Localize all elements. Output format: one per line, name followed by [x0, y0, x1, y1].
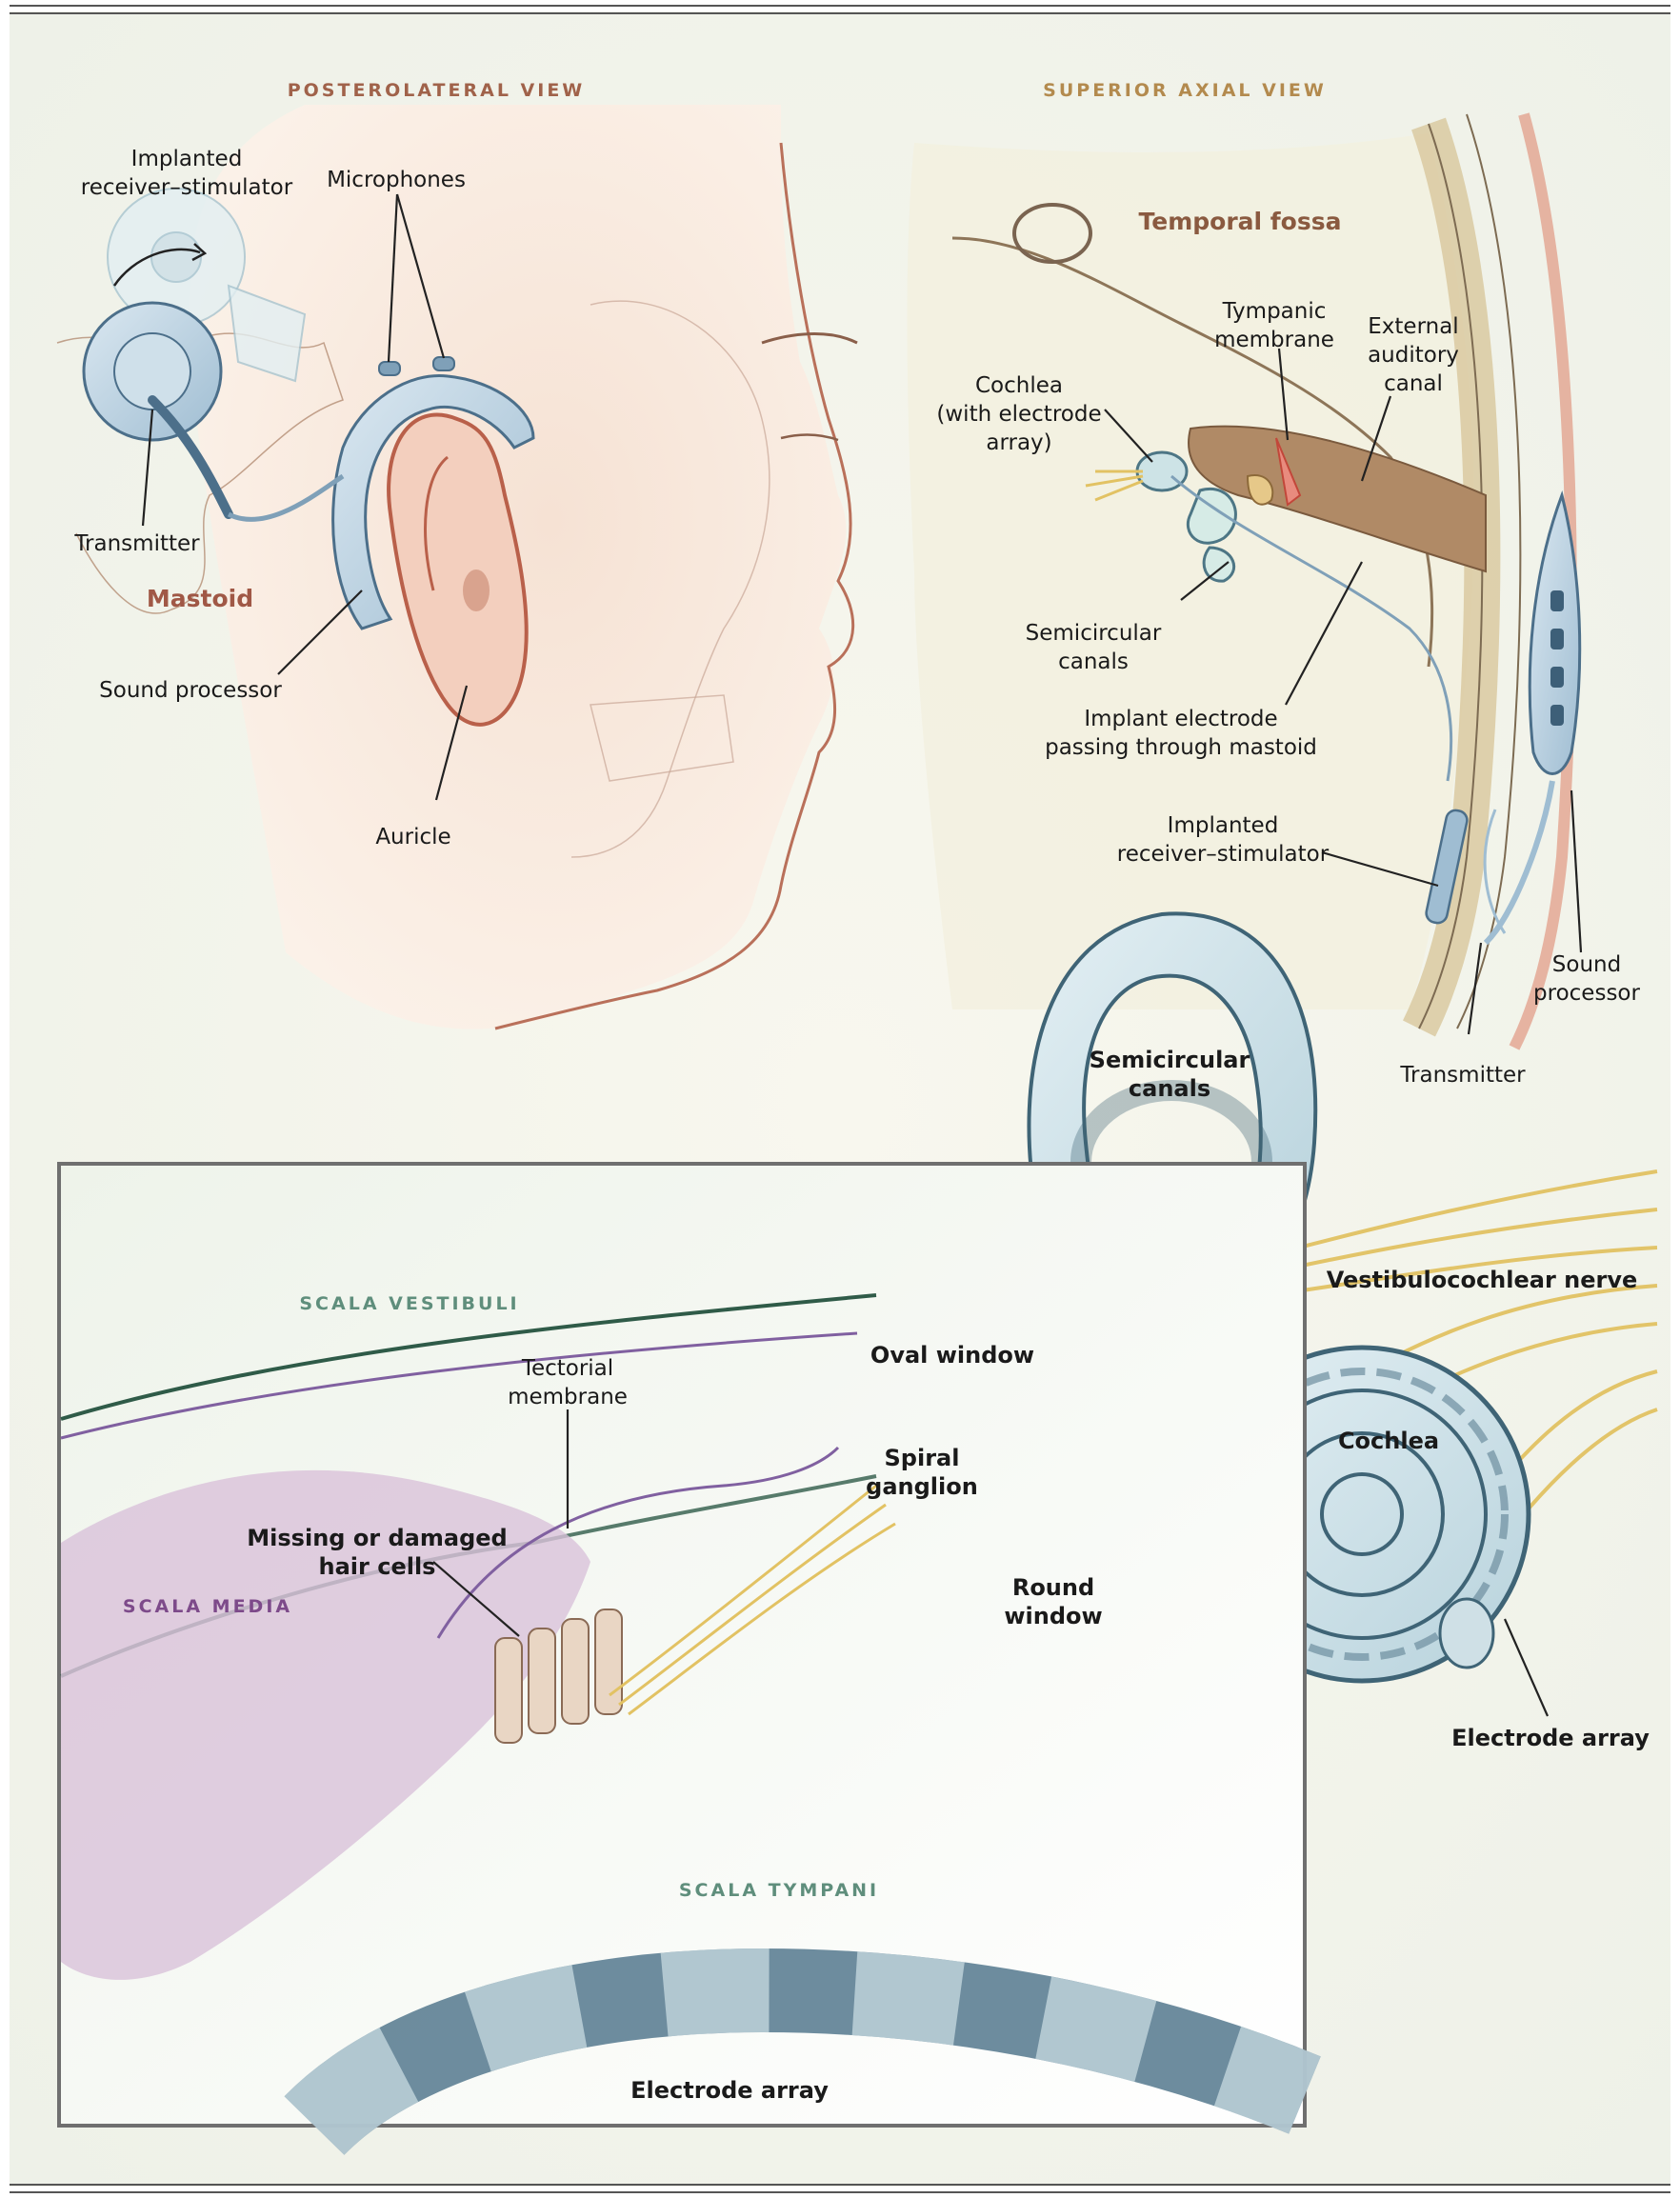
label-electrode-array-bottom: Electrode array [630, 2077, 829, 2104]
label-vestibulocochlear-nerve: Vestibulocochlear nerve [1326, 1267, 1638, 1293]
external-canal-shape [1188, 425, 1487, 573]
label-external-auditory-canal: External auditory canal [1368, 314, 1459, 396]
cochlea-small-shape [1135, 450, 1189, 492]
region-mastoid: Mastoid [146, 585, 254, 612]
cochlear-device [82, 188, 535, 630]
section-scala-media: SCALA MEDIA [122, 1596, 293, 1617]
scala-media-region [61, 1469, 590, 1980]
label-sound-processor-left: Sound processor [99, 678, 282, 703]
region-temporal-fossa: Temporal fossa [1138, 208, 1342, 235]
section-scala-vestibuli: SCALA VESTIBULI [299, 1293, 520, 1314]
label-oval-window: Oval window [870, 1342, 1035, 1369]
label-round-window: Round window [1004, 1574, 1103, 1629]
label-semicircular-canals-small: Semicircular canals [1025, 621, 1162, 674]
label-sound-processor-right: Sound processor [1533, 952, 1640, 1006]
leader-lines-inset [432, 1409, 570, 1637]
section-scala-tympani: SCALA TYMPANI [678, 1880, 880, 1901]
axial-illustration [907, 112, 1582, 1050]
label-tectorial-membrane: Tectorial membrane [508, 1356, 628, 1409]
label-transmitter-left: Transmitter [74, 531, 200, 556]
label-implanted-receiver-right: Implanted receiver–stimulator [1116, 813, 1330, 867]
leader-lines-right [1104, 348, 1583, 1035]
label-implanted-receiver-left: Implanted receiver–stimulator [80, 147, 293, 200]
inset-panel [57, 1162, 1321, 2156]
label-auricle: Auricle [375, 825, 451, 849]
section-superior-axial: SUPERIOR AXIAL VIEW [1043, 80, 1327, 101]
tympanic-membrane-shape [1275, 437, 1302, 507]
microphone-1 [378, 361, 401, 376]
label-cochlea-electrode: Cochlea (with electrode array) [936, 373, 1102, 455]
label-semicircular-canals-big: Semicircular canals [1089, 1047, 1250, 1102]
label-microphones: Microphones [327, 168, 466, 192]
label-spiral-ganglion: Spiral ganglion [866, 1445, 978, 1500]
label-cochlea: Cochlea [1337, 1428, 1440, 1454]
leader-lines-left [141, 193, 469, 801]
section-posterolateral: POSTEROLATERAL VIEW [287, 80, 586, 101]
head-illustration [56, 105, 858, 1030]
label-tympanic-membrane: Tympanic membrane [1214, 299, 1334, 352]
sound-processor-shape [331, 373, 535, 630]
label-missing-hair-cells: Missing or damaged hair cells [247, 1525, 508, 1580]
receiver-axial-shape [1425, 809, 1469, 925]
label-implant-electrode: Implant electrode passing through mastoi… [1045, 707, 1317, 760]
auricle-shape [387, 412, 529, 727]
label-electrode-array-right: Electrode array [1451, 1725, 1650, 1751]
semicircular-small-shape [1187, 487, 1237, 545]
label-transmitter-right: Transmitter [1400, 1063, 1526, 1088]
microphone-2 [432, 356, 455, 371]
